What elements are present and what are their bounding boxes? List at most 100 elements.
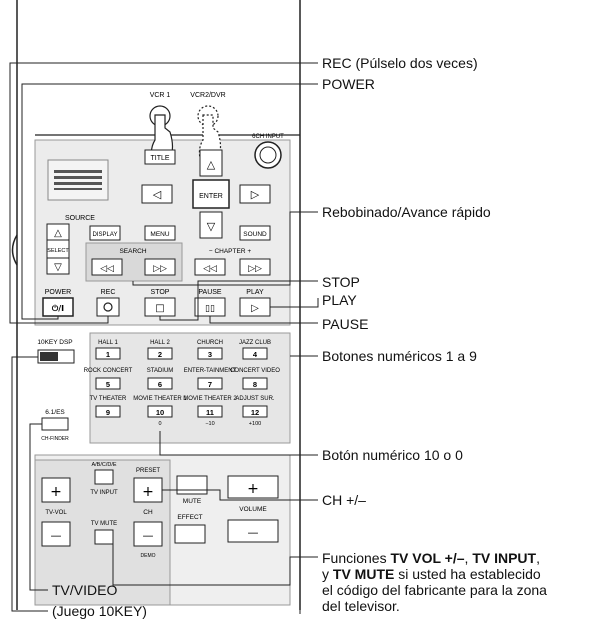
callout-rec: REC (Púlselo dos veces) (322, 55, 478, 71)
six-ch-input-button[interactable] (254, 141, 282, 169)
ch-minus-icon: — (143, 529, 154, 542)
nav-left-button[interactable] (141, 184, 173, 204)
leader-rew-ff (132, 211, 318, 286)
tv-input-term: TV INPUT (472, 550, 537, 566)
numpad-button-2[interactable] (147, 347, 173, 360)
volume-minus-button[interactable] (227, 519, 279, 543)
numpad-button-8[interactable] (242, 377, 268, 390)
line2-pre: y (322, 566, 333, 582)
chapter-label: − CHAPTER + (209, 248, 251, 255)
numpad-label-11: MOVIE THEATER 2 (183, 396, 237, 402)
numpad-number-9: 9 (106, 408, 110, 417)
volume-minus-icon: — (248, 526, 259, 539)
display-button[interactable] (89, 225, 121, 241)
ch-plus-button[interactable] (133, 477, 163, 503)
tenkey-switch[interactable] (37, 349, 75, 364)
select-label: SELECT (47, 248, 69, 254)
callout-tv-functions: Funciones TV VOL +/–, TV INPUT, y TV MUT… (322, 550, 615, 614)
leader-tv (112, 544, 318, 586)
ch-label: CH (143, 509, 153, 516)
ch-plus-icon: + (142, 484, 154, 500)
enter-label: ENTER (199, 193, 223, 200)
numpad-button-12[interactable] (242, 405, 268, 418)
nav-down-icon: ▽ (207, 220, 216, 233)
abcde-label: A/B/C/D/E (91, 462, 116, 468)
rewind-icon: ◁◁ (100, 264, 114, 274)
display-icon (47, 159, 109, 201)
numpad-number-8: 8 (253, 380, 257, 389)
menu-label: MENU (150, 231, 169, 238)
tv-vol-label: TV-VOL (45, 510, 67, 516)
effect-button[interactable] (174, 524, 206, 544)
pause-label: PAUSE (198, 289, 222, 296)
numpad-label-2: HALL 2 (150, 340, 170, 346)
callout-play: PLAY (322, 292, 357, 308)
sound-label: SOUND (243, 231, 267, 238)
volume-plus-button[interactable] (227, 475, 279, 499)
rewind-button[interactable] (91, 258, 123, 276)
fast-forward-icon: ▷▷ (153, 264, 167, 274)
numpad-button-7[interactable] (197, 377, 223, 390)
tv-vol-minus-icon: — (51, 529, 62, 542)
mute-label: MUTE (183, 498, 202, 505)
tv-mute-label: TV MUTE (91, 521, 117, 527)
callout-numeric-10: Botón numérico 10 o 0 (322, 447, 463, 463)
tv-vol-plus-button[interactable] (41, 477, 71, 503)
numpad-label-4: JAZZ CLUB (239, 340, 271, 346)
numpad-label-10: MOVIE THEATER 1 (133, 396, 187, 402)
numpad-number-1: 1 (106, 350, 110, 359)
numpad-button-1[interactable] (95, 347, 121, 360)
vcr2-label: VCR2/DVR (190, 92, 225, 99)
numpad-button-10[interactable] (147, 405, 173, 418)
tv-functions-line2: y TV MUTE si usted ha establecido (322, 566, 615, 582)
mute-button[interactable] (176, 475, 208, 495)
fast-forward-button[interactable] (144, 258, 176, 276)
numpad-alt-12: +100 (249, 421, 261, 427)
numpad-number-12: 12 (251, 408, 259, 417)
menu-button[interactable] (144, 225, 176, 241)
effect-label: EFFECT (177, 514, 202, 521)
callout-tvvideo: TV/VIDEO (52, 582, 118, 598)
numpad-button-4[interactable] (242, 347, 268, 360)
source-down-button[interactable] (46, 257, 70, 275)
rec-label: REC (101, 289, 116, 296)
search-label: SEARCH (119, 248, 146, 255)
numpad-button-5[interactable] (95, 377, 121, 390)
enter-button[interactable] (192, 179, 230, 209)
tv-input-button[interactable] (94, 469, 114, 485)
leader-tvvideo (29, 423, 48, 591)
display-label: DISPLAY (93, 232, 118, 238)
nav-right-button[interactable] (239, 184, 271, 204)
numpad-number-11: 11 (206, 408, 214, 417)
source-down-icon: ▽ (54, 262, 62, 273)
chapter-prev-button[interactable] (194, 258, 226, 276)
tv-mute-button[interactable] (94, 529, 114, 545)
demo-label: DEMO (141, 553, 156, 559)
numpad-button-11[interactable] (197, 405, 223, 418)
sound-button[interactable] (239, 225, 271, 241)
numpad-number-4: 4 (253, 350, 258, 359)
title-label: TITLE (150, 155, 169, 162)
numpad-label-1: HALL 1 (98, 340, 118, 346)
source-label: SOURCE (65, 215, 95, 222)
tv-mute-term: TV MUTE (332, 566, 395, 582)
nav-left-icon: ◁ (153, 188, 162, 201)
numpad-button-9[interactable] (95, 405, 121, 418)
rec-button[interactable] (96, 297, 120, 317)
numpad-button-3[interactable] (197, 347, 223, 360)
callout-rew-ff: Rebobinado/Avance rápido (322, 204, 491, 220)
tv-video-button[interactable] (41, 417, 69, 431)
tv-vol-minus-button[interactable] (41, 521, 71, 547)
nav-up-button[interactable] (199, 149, 223, 177)
chapter-next-button[interactable] (239, 258, 271, 276)
power-icon: ⏻/I (52, 304, 64, 313)
numpad-button-6[interactable] (147, 377, 173, 390)
es-label: 6.1/ES (45, 409, 65, 416)
hand-pointer-icon (149, 105, 174, 159)
title-button[interactable] (144, 149, 176, 165)
nav-down-button[interactable] (199, 211, 223, 239)
ch-minus-button[interactable] (133, 521, 163, 547)
source-up-icon: △ (54, 228, 62, 239)
